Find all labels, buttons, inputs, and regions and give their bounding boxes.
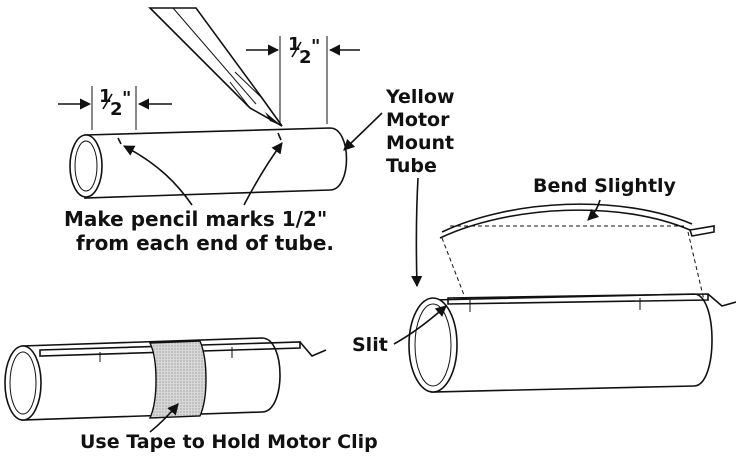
half-den-right: 2: [299, 47, 312, 68]
inch-mark-left: ": [122, 88, 131, 109]
bottom-tube-group: [4, 337, 327, 421]
right-tube-group: [408, 293, 736, 393]
arrow-to-left-mark: [123, 145, 193, 206]
tape-label: Use Tape to Hold Motor Clip: [80, 431, 378, 453]
arrow-to-right-mark: [243, 142, 283, 206]
tube-label-line2: Motor: [386, 109, 450, 131]
dimension-right: 1 2 ": [246, 34, 360, 125]
arrow-to-right-tube: [411, 177, 423, 288]
right-tube-end: [408, 297, 458, 393]
pencil-mark-right: [277, 132, 282, 141]
top-tube-inner-rim: [74, 140, 98, 192]
arrow-to-top-tube: [343, 112, 383, 151]
bottom-tube-inner-rim: [9, 351, 37, 415]
right-tube-body: [431, 293, 713, 393]
motor-clip-bent: [439, 203, 715, 301]
right-tube-inner-rim: [414, 303, 452, 387]
half-num-right: 1: [288, 34, 301, 55]
pencil-icon: [148, 7, 283, 127]
arrow-to-slit: [393, 305, 447, 345]
bottom-tube-body: [21, 337, 281, 421]
slit-label: Slit: [352, 334, 388, 356]
tube-label-line1: Yellow: [385, 86, 455, 108]
pencil-mark-left: [117, 137, 122, 145]
top-tube-end: [69, 134, 103, 198]
pencil-instruction-line1: Make pencil marks 1/2": [64, 207, 327, 231]
arrow-to-tape: [149, 403, 179, 433]
bottom-tube-end: [4, 345, 42, 421]
pencil-instruction-line2: from each end of tube.: [76, 231, 334, 255]
half-den-left: 2: [110, 99, 123, 120]
tube-label-line3: Mount: [386, 132, 454, 154]
inch-mark-right: ": [311, 36, 320, 57]
tube-label: Yellow Motor Mount Tube: [385, 86, 455, 177]
tape-band: [148, 340, 207, 419]
bend-label: Bend Slightly: [533, 175, 677, 197]
half-num-left: 1: [99, 86, 112, 107]
dimension-left: 1 2 ": [58, 86, 172, 130]
tube-label-line4: Tube: [386, 155, 437, 177]
top-tube-body: [84, 127, 348, 199]
top-tube-group: [69, 127, 348, 199]
